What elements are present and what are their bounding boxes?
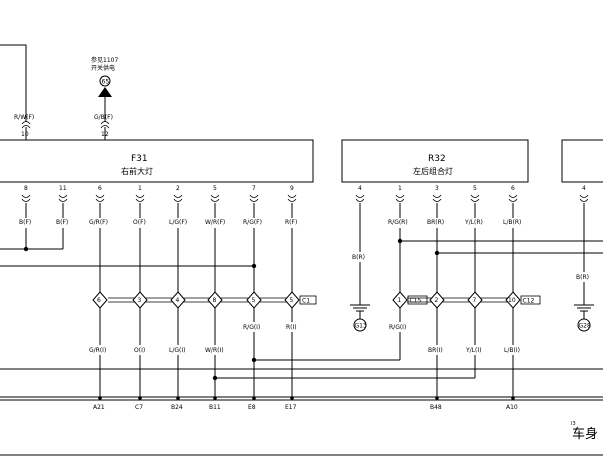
f31-wire-labels: B(F) B(F) G/R(F) O(F) L/G(F) W/R(F) R/G(…	[19, 219, 297, 226]
r32-box	[341, 139, 529, 183]
f31-box	[0, 139, 314, 183]
right-conn-box	[561, 139, 603, 183]
footer-title: 车身	[572, 426, 598, 442]
svg-text:5: 5	[213, 185, 217, 192]
svg-text:O(I): O(I)	[134, 347, 145, 354]
svg-text:B(R): B(R)	[576, 274, 589, 281]
svg-text:Y/L(I): Y/L(I)	[465, 347, 481, 354]
bottom-codes: A21 C7 B24 B11 E8 E17 B48 A10	[93, 404, 518, 411]
connector-tick-10	[21, 121, 31, 129]
svg-text:3: 3	[138, 297, 142, 304]
svg-text:1: 1	[138, 185, 142, 192]
svg-text:10: 10	[508, 297, 516, 304]
i-wire-labels-right: R/G(I) BR(I) Y/L(I) L/B(I)	[389, 324, 520, 354]
ref-line1: 参见1107	[91, 56, 118, 64]
pin-label-12: 12	[101, 131, 109, 138]
svg-text:1: 1	[398, 297, 402, 304]
svg-text:BR(I): BR(I)	[428, 347, 443, 354]
top-wire-10	[0, 44, 27, 122]
svg-text:L/G(I): L/G(I)	[169, 347, 185, 354]
wire-label-rw: R/W(F)	[14, 114, 34, 121]
svg-text:8: 8	[213, 297, 217, 304]
svg-text:1: 1	[398, 185, 402, 192]
svg-text:A21: A21	[93, 404, 105, 411]
svg-text:5: 5	[473, 185, 477, 192]
svg-text:E17: E17	[285, 404, 297, 411]
svg-text:4: 4	[176, 297, 180, 304]
svg-text:B(R): B(R)	[352, 254, 365, 261]
svg-text:C7: C7	[135, 404, 143, 411]
svg-text:E8: E8	[248, 404, 256, 411]
ground-g28-label: G28	[579, 323, 591, 330]
svg-text:R/G(F): R/G(F)	[243, 219, 262, 226]
svg-text:R(F): R(F)	[285, 219, 297, 226]
r32-wire-labels: R/G(R) BR(R) Y/L(R) L/B(R) B(R) B(R)	[352, 219, 589, 281]
r32-pins: 4 1 3 5 6 4	[358, 185, 586, 192]
svg-text:7: 7	[252, 185, 256, 192]
svg-text:B(F): B(F)	[19, 219, 31, 226]
svg-text:R/G(R): R/G(R)	[388, 219, 408, 226]
svg-text:R/G(I): R/G(I)	[389, 324, 406, 331]
svg-text:B11: B11	[209, 404, 221, 411]
ground-g13	[350, 304, 370, 332]
svg-text:B(F): B(F)	[56, 219, 68, 226]
svg-text:8: 8	[24, 185, 28, 192]
ground-g13-label: G13	[355, 323, 367, 330]
svg-text:7: 7	[473, 297, 477, 304]
svg-text:Y/L(R): Y/L(R)	[464, 219, 483, 226]
ground-g28	[574, 304, 594, 332]
svg-text:R(I): R(I)	[286, 324, 297, 331]
ref-line2: 开关供电	[91, 64, 115, 72]
f31-name: 右前大灯	[121, 166, 153, 176]
svg-text:W/R(F): W/R(F)	[205, 219, 225, 226]
svg-text:2: 2	[435, 297, 439, 304]
svg-text:11: 11	[59, 185, 67, 192]
pin-label-10: 10	[21, 131, 29, 138]
i-wire-labels-left: G/R(I) O(I) L/G(I) W/R(I) R/G(I) R(I)	[89, 324, 297, 354]
svg-text:9: 9	[290, 185, 294, 192]
wire-label-gb: G/B(F)	[94, 114, 113, 121]
label-c15: C15	[410, 298, 422, 305]
ref-badge-text: 65	[102, 79, 110, 86]
svg-text:6: 6	[98, 185, 102, 192]
svg-text:W/R(I): W/R(I)	[205, 347, 224, 354]
svg-text:L/B(R): L/B(R)	[503, 219, 521, 226]
svg-text:5: 5	[290, 297, 294, 304]
splices-right: 1 2 7 10	[392, 291, 521, 309]
arrow-up-icon	[98, 87, 112, 97]
svg-text:BR(R): BR(R)	[427, 219, 444, 226]
f31-pins: 8 11 6 1 2 5 7 9	[24, 185, 294, 192]
svg-text:O(F): O(F)	[133, 219, 146, 226]
connector-tick-12	[100, 121, 110, 129]
r32-name: 左后组合灯	[413, 166, 453, 176]
splices-left: 6 3 4 8 5 5	[92, 291, 300, 309]
svg-text:5: 5	[252, 297, 256, 304]
label-c12: C12	[523, 298, 535, 305]
svg-text:G/R(I): G/R(I)	[89, 347, 106, 354]
svg-text:4: 4	[582, 185, 586, 192]
footer-page: I3	[571, 421, 576, 427]
svg-text:2: 2	[176, 185, 180, 192]
r32-code: R32	[428, 154, 446, 164]
svg-text:L/G(F): L/G(F)	[169, 219, 187, 226]
svg-text:6: 6	[511, 185, 515, 192]
svg-text:A10: A10	[506, 404, 518, 411]
label-c1: C1	[302, 298, 310, 305]
svg-text:G/R(F): G/R(F)	[89, 219, 108, 226]
svg-text:B24: B24	[171, 404, 183, 411]
svg-text:L/B(I): L/B(I)	[504, 347, 520, 354]
svg-text:4: 4	[358, 185, 362, 192]
f31-code: F31	[131, 154, 148, 164]
svg-text:B48: B48	[430, 404, 442, 411]
svg-text:R/G(I): R/G(I)	[243, 324, 260, 331]
svg-text:6: 6	[97, 297, 101, 304]
ref-badge	[99, 75, 111, 87]
svg-text:3: 3	[435, 185, 439, 192]
